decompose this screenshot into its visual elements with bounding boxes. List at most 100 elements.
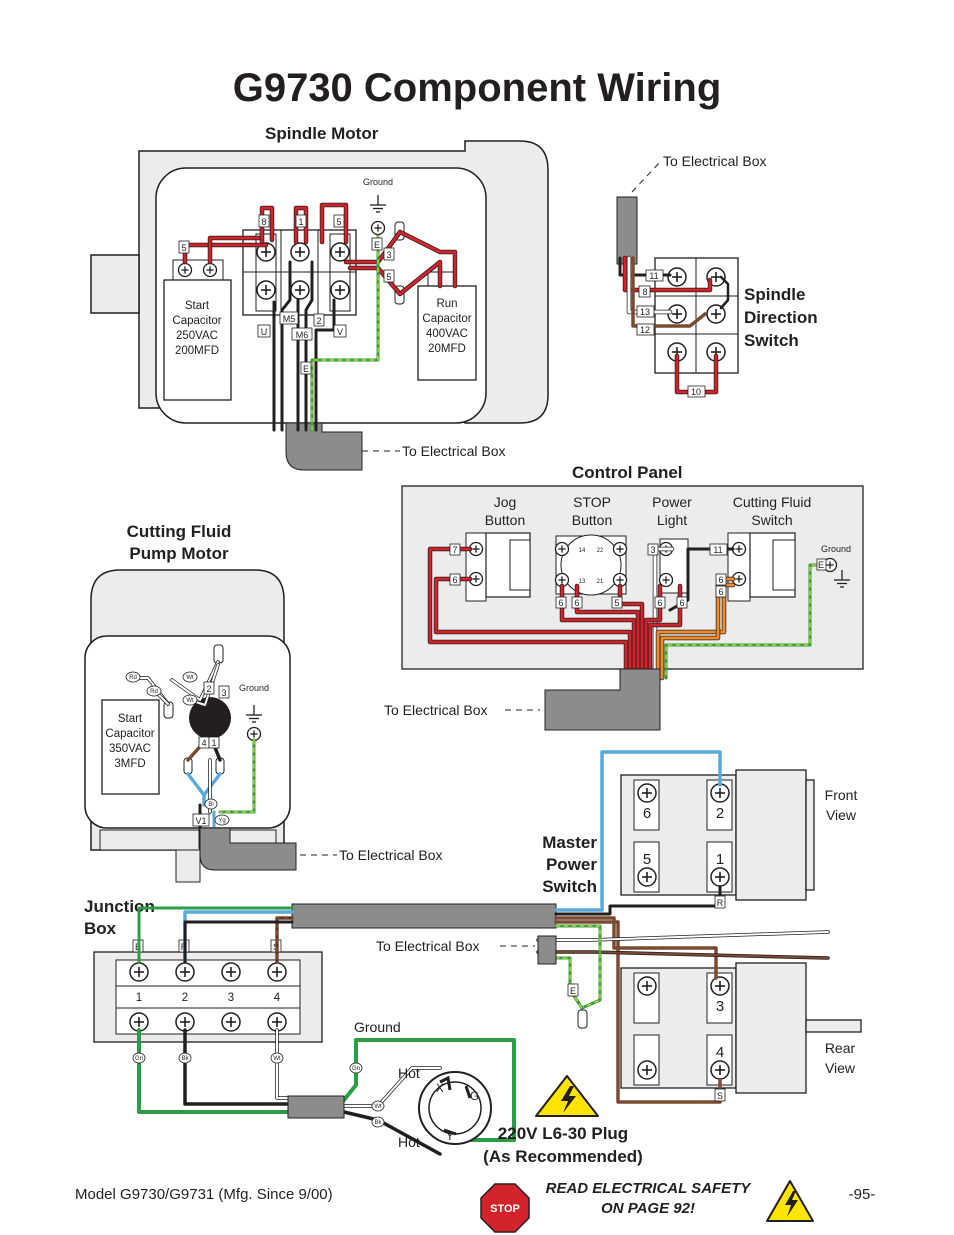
direction-switch-heading: Spindle xyxy=(744,285,805,304)
plug-cord-sheath xyxy=(287,1095,345,1119)
svg-text:U: U xyxy=(261,327,268,337)
direction-switch-tags: 11 8 13 12 10 xyxy=(636,269,706,398)
svg-text:R: R xyxy=(717,898,724,908)
svg-text:Start: Start xyxy=(185,300,210,312)
svg-text:6: 6 xyxy=(657,598,662,608)
svg-text:8: 8 xyxy=(261,217,266,227)
svg-text:E: E xyxy=(303,364,309,374)
svg-text:View: View xyxy=(826,807,857,823)
svg-text:Hot: Hot xyxy=(398,1134,420,1150)
svg-text:3: 3 xyxy=(716,998,724,1015)
svg-text:G: G xyxy=(470,1091,479,1103)
junction-cable-sheath xyxy=(291,903,557,929)
spindle-motor-conduit xyxy=(285,422,363,471)
svg-text:1: 1 xyxy=(136,992,142,1004)
svg-text:5: 5 xyxy=(643,851,651,868)
svg-text:20MFD: 20MFD xyxy=(428,343,466,355)
spindle-start-capacitor xyxy=(163,279,232,401)
svg-text:V1: V1 xyxy=(195,816,206,826)
page-number: -95- xyxy=(849,1186,876,1203)
svg-text:Rd: Rd xyxy=(129,675,137,681)
svg-text:Yg: Yg xyxy=(218,818,225,824)
plug-caption: 220V L6-30 Plug xyxy=(498,1124,628,1143)
svg-text:250VAC: 250VAC xyxy=(176,330,218,342)
control-panel-to-box-label: To Electrical Box xyxy=(384,702,487,718)
spindle-direction-switch-section: To Electrical Box 11 8 13 12 10 Spindle … xyxy=(616,153,818,398)
spindle-motor-to-box-label: To Electrical Box xyxy=(402,443,505,459)
svg-text:Gn: Gn xyxy=(135,1056,143,1062)
svg-text:6: 6 xyxy=(558,598,563,608)
svg-text:1: 1 xyxy=(716,851,724,868)
direction-switch-to-box-label: To Electrical Box xyxy=(663,153,766,169)
page-title: G9730 Component Wiring xyxy=(233,66,722,110)
svg-text:Capacitor: Capacitor xyxy=(105,728,154,740)
pump-motor-section: Cutting Fluid Pump Motor Start Capacitor… xyxy=(84,522,442,883)
svg-text:STOP: STOP xyxy=(573,494,611,510)
svg-text:Wt: Wt xyxy=(186,698,194,704)
svg-text:6: 6 xyxy=(574,598,579,608)
svg-text:E: E xyxy=(374,240,380,250)
svg-text:Gn: Gn xyxy=(352,1066,360,1072)
svg-text:Ground: Ground xyxy=(239,683,269,693)
high-voltage-warning-icon xyxy=(535,1075,599,1117)
svg-text:Run: Run xyxy=(436,298,457,310)
svg-text:Bk: Bk xyxy=(181,1056,189,1062)
svg-text:3: 3 xyxy=(221,688,226,698)
control-panel-tags: 7 6 6 6 5 3 6 6 11 6 6 E xyxy=(449,543,827,609)
svg-text:Hot: Hot xyxy=(398,1065,420,1081)
svg-text:Capacitor: Capacitor xyxy=(422,313,471,325)
svg-text:13: 13 xyxy=(640,307,650,317)
svg-text:200MFD: 200MFD xyxy=(175,345,219,357)
svg-text:S: S xyxy=(717,1091,723,1101)
spindle-motor-section: Spindle Motor To Electrical Box Ground S… xyxy=(90,124,549,471)
svg-text:11: 11 xyxy=(649,271,658,281)
svg-text:Wt: Wt xyxy=(273,1056,281,1062)
svg-text:Pump Motor: Pump Motor xyxy=(129,544,229,563)
pump-start-capacitor xyxy=(101,699,160,795)
svg-text:Power: Power xyxy=(546,855,597,874)
l6-30-plug: Hot Hot X G Y 220V L6-30 Plug (As Recomm… xyxy=(398,1065,643,1166)
svg-text:Power: Power xyxy=(652,494,692,510)
svg-text:6: 6 xyxy=(643,805,651,822)
pump-motor-heading: Cutting Fluid xyxy=(127,522,232,541)
svg-text:400VAC: 400VAC xyxy=(426,328,468,340)
svg-text:2: 2 xyxy=(206,684,211,694)
svg-text:22: 22 xyxy=(597,548,604,554)
svg-text:E: E xyxy=(818,560,824,570)
svg-text:5: 5 xyxy=(614,598,619,608)
svg-text:5: 5 xyxy=(386,272,391,282)
svg-text:5: 5 xyxy=(181,243,186,253)
spindle-run-capacitor xyxy=(417,285,477,381)
svg-text:Bk: Bk xyxy=(374,1120,382,1126)
svg-text:Light: Light xyxy=(657,512,687,528)
svg-text:(As Recommended): (As Recommended) xyxy=(483,1147,643,1166)
svg-text:2: 2 xyxy=(716,805,724,822)
svg-text:X: X xyxy=(436,1083,444,1095)
svg-text:Button: Button xyxy=(572,512,612,528)
footer: Model G9730/G9731 (Mfg. Since 9/00) STOP… xyxy=(75,1180,876,1233)
svg-text:11: 11 xyxy=(713,545,722,555)
svg-text:View: View xyxy=(825,1060,856,1076)
safety-warning-text: READ ELECTRICAL SAFETY xyxy=(546,1180,753,1197)
svg-text:2: 2 xyxy=(182,992,188,1004)
svg-text:M6: M6 xyxy=(296,330,309,340)
svg-text:6: 6 xyxy=(452,575,457,585)
svg-text:Wt: Wt xyxy=(374,1104,382,1110)
svg-text:Switch: Switch xyxy=(542,877,597,896)
svg-text:8: 8 xyxy=(642,287,647,297)
pump-motor-to-box-label: To Electrical Box xyxy=(339,847,442,863)
svg-text:Cutting Fluid: Cutting Fluid xyxy=(733,494,812,510)
svg-text:1: 1 xyxy=(298,217,303,227)
svg-text:7: 7 xyxy=(452,545,457,555)
svg-text:ON PAGE 92!: ON PAGE 92! xyxy=(601,1200,695,1217)
svg-text:4: 4 xyxy=(274,992,281,1004)
svg-text:Box: Box xyxy=(84,919,117,938)
control-panel-section: Control Panel Jog Button STOP Button Pow… xyxy=(384,463,864,731)
svg-text:Rd: Rd xyxy=(150,689,158,695)
junction-ground-label: Ground xyxy=(354,1019,401,1035)
junction-box-heading: Junction xyxy=(84,897,155,916)
svg-text:3: 3 xyxy=(228,992,234,1004)
master-switch-heading: Master xyxy=(542,833,597,852)
svg-text:Start: Start xyxy=(118,713,143,725)
